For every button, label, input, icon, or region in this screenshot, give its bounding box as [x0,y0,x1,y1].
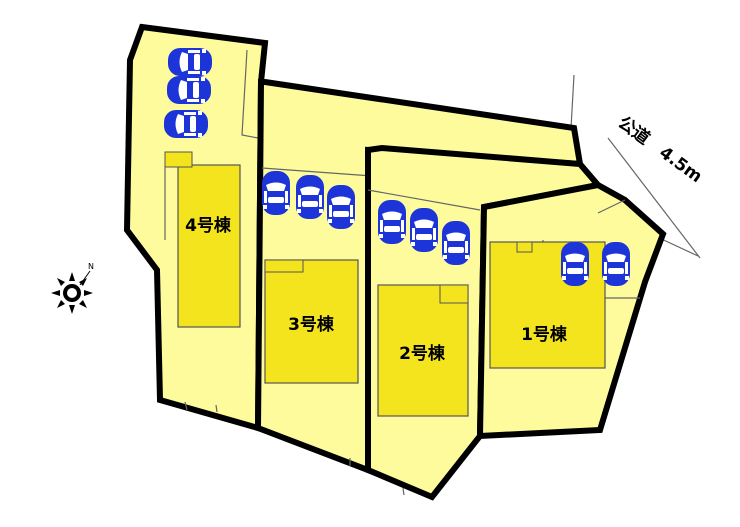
car-icon [164,110,208,138]
house-1-label: 1号棟 [521,324,568,345]
car-icon [327,185,355,229]
car-icon [442,221,470,265]
lot-1: 1号棟 [476,181,667,440]
car-icon [167,76,211,104]
car-icon [262,171,290,215]
parking-4 [164,48,212,138]
sun-compass-icon: N [51,262,94,314]
car-icon [296,175,324,219]
lot-2: 2号棟 [365,144,604,501]
car-icon [602,242,630,286]
house-3 [264,259,359,384]
lot-3: 3号棟 [254,79,584,475]
car-icon [410,208,438,252]
house-3-label: 3号棟 [288,314,335,335]
car-icon [561,242,589,286]
house-2-label: 2号棟 [399,343,446,364]
car-icon [378,200,406,244]
house-4-label: 4号棟 [185,215,232,236]
house-2 [377,284,469,417]
lot-4: 4号棟 [123,23,269,432]
house-4 [177,164,241,328]
road-label: 公道 4.5m [614,112,706,187]
car-icon [168,48,212,76]
north-label: N [88,262,94,271]
